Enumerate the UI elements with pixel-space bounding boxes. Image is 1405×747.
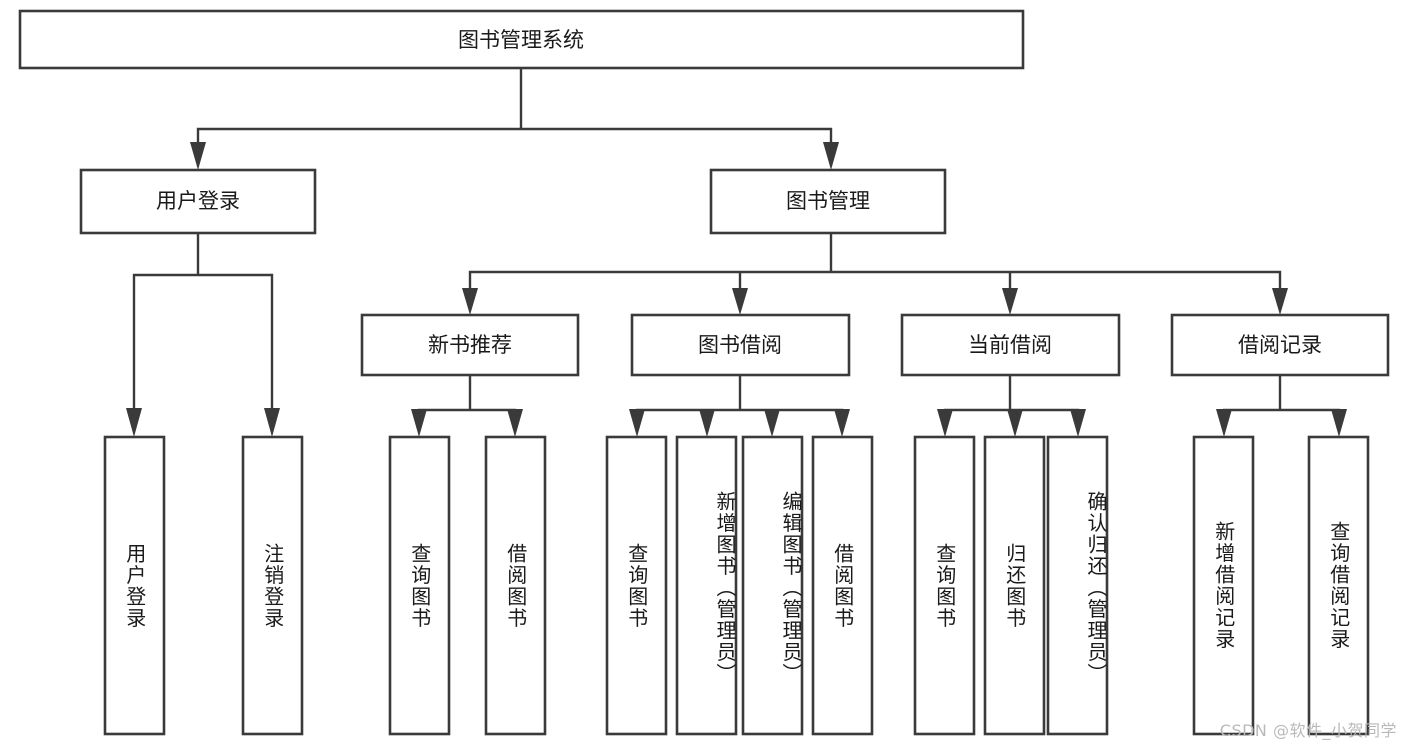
node-leaf-7[interactable]	[811, 435, 874, 736]
node-leaf-10[interactable]	[1046, 435, 1109, 736]
node-leaf-4[interactable]	[605, 435, 668, 736]
arrow-leaf-7	[764, 409, 780, 437]
arrow-to-new-books	[462, 288, 478, 315]
arrow-leaf-9	[937, 409, 953, 437]
arrow-to-current-borrow	[1002, 288, 1018, 315]
arrow-leaf-11	[1070, 409, 1086, 437]
connector-bookmanage-to-level3	[468, 231, 1282, 299]
node-leaf-6[interactable]	[741, 435, 804, 736]
node-borrow-record[interactable]	[1170, 313, 1390, 377]
arrow-leaf-2	[264, 408, 280, 437]
node-leaf-2[interactable]	[388, 435, 451, 736]
node-leaf-11[interactable]	[1192, 435, 1255, 736]
node-current-borrow[interactable]	[900, 313, 1121, 377]
arrow-to-user-login	[190, 142, 206, 170]
connector-newbooks-to-leaves	[417, 373, 517, 420]
connector-userlogin-to-leaves	[132, 231, 274, 412]
arrow-leaf-4	[507, 409, 523, 437]
node-leaf-5[interactable]	[675, 435, 738, 736]
node-root-label: 图书管理系统	[458, 28, 584, 52]
node-leaf-3[interactable]	[484, 435, 547, 736]
arrow-leaf-13	[1331, 409, 1347, 437]
arrow-leaf-10	[1007, 409, 1023, 437]
node-borrow-record-label: 借阅记录	[1238, 333, 1322, 357]
node-book-borrow-label: 图书借阅	[698, 333, 782, 357]
node-book-borrow[interactable]	[630, 313, 851, 377]
node-current-borrow-label: 当前借阅	[968, 333, 1052, 357]
arrow-leaf-6	[699, 409, 715, 437]
node-root[interactable]	[18, 9, 1025, 70]
arrow-leaf-8	[834, 409, 850, 437]
node-leaf-1[interactable]	[241, 435, 304, 736]
node-new-book-recommend-label: 新书推荐	[428, 333, 512, 357]
connector-borrowrecords-to-leaves	[1222, 373, 1341, 420]
watermark-text: CSDN @软件_小贺同学	[1219, 721, 1397, 740]
arrow-to-borrow-books	[732, 288, 748, 315]
node-leaf-8[interactable]	[913, 435, 976, 736]
node-book-manage[interactable]	[709, 168, 947, 235]
arrow-to-book-manage	[823, 142, 839, 170]
arrow-leaf-3	[411, 409, 427, 437]
node-book-manage-label: 图书管理	[786, 189, 870, 213]
node-user-login[interactable]	[79, 168, 317, 235]
node-user-login-label: 用户登录	[156, 189, 240, 213]
arrow-leaf-1	[126, 408, 142, 437]
node-new-book-recommend[interactable]	[360, 313, 580, 377]
connector-borrowbooks-to-leaves	[635, 373, 844, 420]
arrow-leaf-12	[1216, 409, 1232, 437]
arrow-to-borrow-records	[1272, 288, 1288, 315]
arrow-leaf-5	[629, 409, 645, 437]
node-leaf-9[interactable]	[983, 435, 1046, 736]
node-leaf-0[interactable]	[103, 435, 166, 736]
connector-root-to-level2	[196, 66, 833, 157]
node-leaf-12[interactable]	[1307, 435, 1370, 736]
